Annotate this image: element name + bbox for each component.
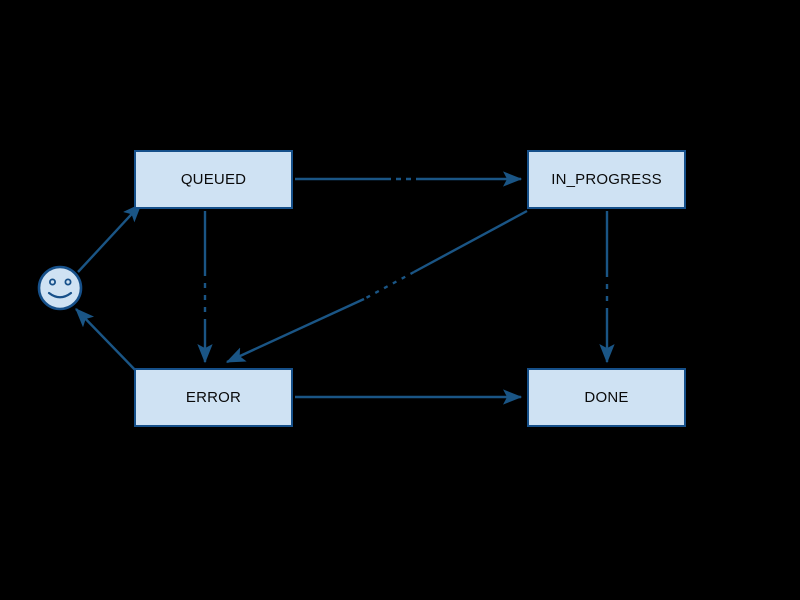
state-label-error: ERROR (185, 389, 242, 406)
edge-in-progress-to-error (225, 209, 528, 364)
smiley-face-icon (37, 265, 83, 311)
state-label-in-progress: IN_PROGRESS (551, 171, 662, 188)
smiley-mouth (47, 291, 73, 299)
state-node-error[interactable]: ERROR (134, 368, 293, 427)
state-node-in-progress[interactable]: IN_PROGRESS (527, 150, 686, 209)
edge-start-to-queued (77, 203, 142, 273)
state-label-queued: QUEUED (180, 171, 247, 188)
start-node[interactable] (37, 265, 83, 311)
state-node-done[interactable]: DONE (527, 368, 686, 427)
smiley-eye-right (64, 278, 72, 286)
state-label-done: DONE (584, 389, 629, 406)
state-node-queued[interactable]: QUEUED (134, 150, 293, 209)
edge-error-to-start (75, 308, 140, 375)
smiley-eye-left (49, 278, 57, 286)
